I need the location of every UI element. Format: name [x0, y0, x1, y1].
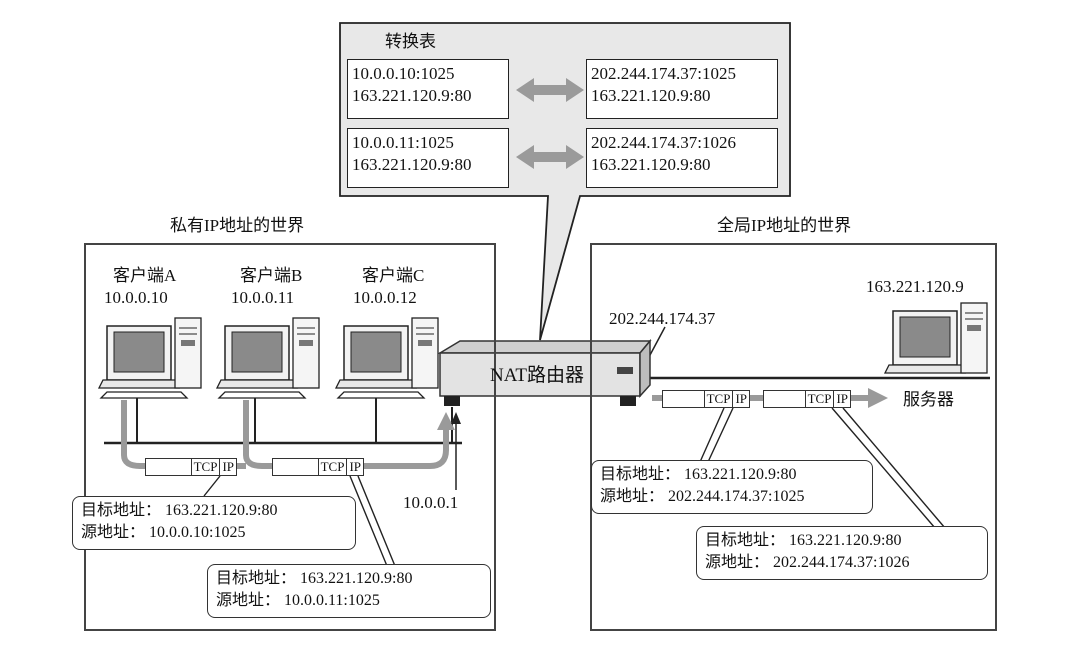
src-label: 源地址： — [705, 554, 770, 571]
client-b-ip: 10.0.0.11 — [231, 288, 295, 307]
table-double-arrow-1 — [516, 78, 584, 102]
client-a-computer — [97, 317, 202, 399]
nat-router-label: NAT路由器 — [490, 365, 584, 386]
table-row-2-private-dst: 163.221.120.9:80 — [352, 155, 472, 174]
global-world-title: 全局IP地址的世界 — [717, 216, 852, 235]
dst-address: 163.221.120.9:80 — [789, 532, 902, 549]
packet-private-a-address-label: 目标地址： 163.221.120.9:80 源地址： 10.0.0.10:10… — [72, 496, 356, 550]
src-address: 10.0.0.11:1025 — [284, 592, 380, 609]
src-label: 源地址： — [81, 524, 146, 541]
packet-global-1-address-label: 目标地址： 163.221.120.9:80 源地址： 202.244.174.… — [591, 460, 873, 514]
packet-tcp-segment: TCP — [317, 459, 347, 475]
table-row-1-global: 202.244.174.37:1025 163.221.120.9:80 — [586, 59, 778, 119]
dst-address: 163.221.120.9:80 — [165, 502, 278, 519]
dst-label: 目标地址： — [600, 466, 681, 483]
table-row-2-global: 202.244.174.37:1026 163.221.120.9:80 — [586, 128, 778, 188]
dst-label: 目标地址： — [81, 502, 162, 519]
packet-private-b-address-label: 目标地址： 163.221.120.9:80 源地址： 10.0.0.11:10… — [207, 564, 491, 618]
src-label: 源地址： — [216, 592, 281, 609]
private-world-title: 私有IP地址的世界 — [170, 216, 305, 235]
packet-tcp-segment: TCP — [703, 391, 733, 407]
router-inner-ip: 10.0.0.1 — [403, 493, 459, 512]
packet-global-1: TCP IP — [662, 390, 750, 408]
server-computer — [883, 302, 988, 374]
table-row-2-global-dst: 163.221.120.9:80 — [591, 155, 711, 174]
dst-label: 目标地址： — [216, 570, 297, 587]
packet-ip-segment: IP — [833, 391, 850, 407]
router-outer-ip: 202.244.174.37 — [609, 309, 716, 328]
client-a-name: 客户端A — [113, 266, 177, 285]
packet-tcp-segment: TCP — [804, 391, 834, 407]
private-flow-arrow-a — [121, 400, 246, 469]
packet-private-b: TCP IP — [272, 458, 364, 476]
src-address: 202.244.174.37:1026 — [773, 554, 910, 571]
table-double-arrow-2 — [516, 145, 584, 169]
client-b-name: 客户端B — [240, 266, 303, 285]
client-c-computer — [334, 317, 439, 399]
table-row-1-private: 10.0.0.10:1025 163.221.120.9:80 — [347, 59, 509, 119]
table-row-1-private-dst: 163.221.120.9:80 — [352, 86, 472, 105]
dst-address: 163.221.120.9:80 — [684, 466, 797, 483]
dst-label: 目标地址： — [705, 532, 786, 549]
src-label: 源地址： — [600, 488, 665, 505]
client-b-computer — [215, 317, 320, 399]
packet-global-2: TCP IP — [763, 390, 851, 408]
global-world-frame — [590, 243, 997, 631]
dst-address: 163.221.120.9:80 — [300, 570, 413, 587]
table-row-2-private-src: 10.0.0.11:1025 — [352, 133, 454, 152]
table-row-2-global-src: 202.244.174.37:1026 — [591, 133, 736, 152]
packet-private-a: TCP IP — [145, 458, 237, 476]
server-ip: 163.221.120.9 — [866, 277, 964, 296]
packet-global-2-address-label: 目标地址： 163.221.120.9:80 源地址： 202.244.174.… — [696, 526, 988, 580]
packet-ip-segment: IP — [219, 459, 236, 475]
table-row-1-global-dst: 163.221.120.9:80 — [591, 86, 711, 105]
src-address: 202.244.174.37:1025 — [668, 488, 805, 505]
table-row-1-private-src: 10.0.0.10:1025 — [352, 64, 455, 83]
src-address: 10.0.0.10:1025 — [149, 524, 246, 541]
client-c-ip: 10.0.0.12 — [353, 288, 417, 307]
packet-ip-segment: IP — [732, 391, 749, 407]
nat-table-title: 转换表 — [385, 32, 436, 51]
private-world-frame — [84, 243, 496, 631]
table-row-1-global-src: 202.244.174.37:1025 — [591, 64, 736, 83]
server-label: 服务器 — [903, 390, 954, 409]
table-row-2-private: 10.0.0.11:1025 163.221.120.9:80 — [347, 128, 509, 188]
private-flow-arrowhead — [437, 412, 455, 430]
packet-ip-segment: IP — [346, 459, 363, 475]
client-a-ip: 10.0.0.10 — [104, 288, 168, 307]
client-c-name: 客户端C — [362, 266, 425, 285]
packet-tcp-segment: TCP — [190, 459, 220, 475]
nat-router-shape — [437, 338, 652, 406]
